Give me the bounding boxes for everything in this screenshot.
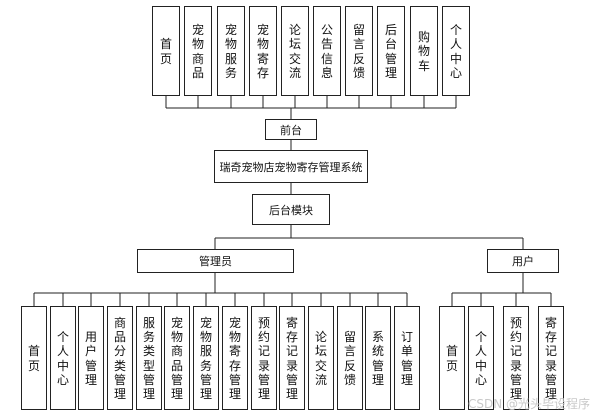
admin-module-system-management: 系统管理 (365, 306, 391, 410)
admin-module-pet-boarding-management: 宠物寄存管理 (222, 306, 248, 410)
front-module-personal-center: 个人中心 (442, 6, 470, 96)
system-title-label: 瑞奇宠物店宠物寄存管理系统 (219, 160, 363, 174)
front-module-forum: 论坛交流 (281, 6, 309, 96)
front-module-pet-services: 宠物服务 (217, 6, 245, 96)
user-module-appointment-record-management: 预约记录管理 (503, 306, 529, 410)
watermark: CSDN @光头毕设程序 (467, 397, 590, 411)
admin-module-label: 论坛交流 (314, 330, 327, 387)
user-module-label: 个人中心 (474, 330, 487, 387)
admin-module-label: 宠物寄存管理 (228, 316, 241, 401)
front-module-label: 宠物商品 (191, 23, 204, 80)
front-node-label: 前台 (280, 123, 302, 137)
admin-module-label: 系统管理 (371, 330, 384, 387)
admin-node: 管理员 (137, 249, 294, 273)
admin-module-label: 订单管理 (400, 330, 413, 387)
admin-module-product-category-management: 商品分类管理 (107, 306, 133, 410)
admin-module-boarding-record-management: 寄存记录管理 (279, 306, 305, 410)
user-module-boarding-record-management: 寄存记录管理 (538, 306, 564, 410)
front-module-label: 论坛交流 (288, 23, 301, 80)
admin-module-user-management: 用户管理 (78, 306, 104, 410)
admin-module-label: 用户管理 (84, 330, 97, 387)
admin-module-label: 预约记录管理 (257, 316, 270, 401)
backend-node: 后台模块 (252, 194, 330, 225)
admin-module-order-management: 订单管理 (394, 306, 420, 410)
front-module-home: 首页 (152, 6, 180, 96)
admin-module-label: 首页 (27, 344, 40, 373)
front-module-label: 首页 (159, 37, 172, 66)
admin-module-personal-center: 个人中心 (50, 306, 76, 410)
admin-module-pet-service-management: 宠物服务管理 (193, 306, 219, 410)
front-module-cart: 购物车 (410, 6, 438, 96)
admin-module-label: 个人中心 (56, 330, 69, 387)
user-module-label: 首页 (445, 344, 458, 373)
admin-module-label: 宠物商品管理 (170, 316, 183, 401)
admin-module-appointment-record-management: 预约记录管理 (251, 306, 277, 410)
front-module-pet-boarding: 宠物寄存 (249, 6, 277, 96)
user-node-label: 用户 (512, 255, 534, 268)
front-module-feedback: 留言反馈 (345, 6, 373, 96)
admin-module-home: 首页 (21, 306, 47, 410)
admin-module-label: 宠物服务管理 (199, 316, 212, 401)
front-module-label: 后台管理 (384, 23, 397, 80)
front-module-label: 个人中心 (449, 23, 462, 80)
admin-module-service-type-management: 服务类型管理 (136, 306, 162, 410)
front-node: 前台 (265, 119, 317, 140)
system-title-node: 瑞奇宠物店宠物寄存管理系统 (214, 150, 368, 183)
user-module-label: 预约记录管理 (509, 316, 522, 401)
admin-module-label: 留言反馈 (343, 330, 356, 387)
front-module-backend: 后台管理 (377, 6, 405, 96)
admin-module-label: 寄存记录管理 (285, 316, 298, 401)
front-module-label: 宠物服务 (224, 23, 237, 80)
backend-node-label: 后台模块 (269, 203, 313, 217)
front-module-label: 公告信息 (320, 23, 333, 80)
front-module-label: 宠物寄存 (256, 23, 269, 80)
admin-node-label: 管理员 (199, 255, 232, 268)
front-module-pet-products: 宠物商品 (184, 6, 212, 96)
front-module-announcements: 公告信息 (313, 6, 341, 96)
user-node: 用户 (487, 249, 559, 273)
front-module-label: 留言反馈 (352, 23, 365, 80)
user-module-personal-center: 个人中心 (468, 306, 494, 410)
admin-module-pet-product-management: 宠物商品管理 (164, 306, 190, 410)
user-module-home: 首页 (439, 306, 465, 410)
admin-module-forum: 论坛交流 (308, 306, 334, 410)
admin-module-label: 服务类型管理 (142, 316, 155, 401)
admin-module-feedback: 留言反馈 (337, 306, 363, 410)
front-module-label: 购物车 (417, 30, 430, 73)
user-module-label: 寄存记录管理 (544, 316, 557, 401)
admin-module-label: 商品分类管理 (113, 316, 126, 401)
